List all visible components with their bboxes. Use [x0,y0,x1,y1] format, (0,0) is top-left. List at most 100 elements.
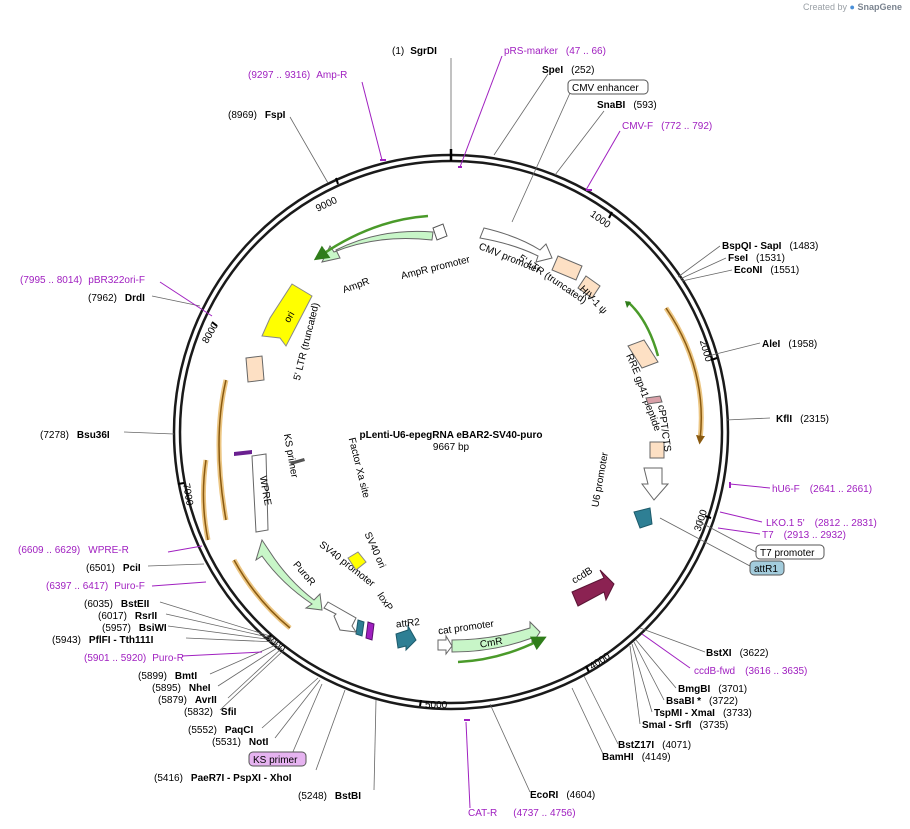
svg-text:(8969)FspI: (8969)FspI [228,110,286,121]
primer-wprer-range: (6609 .. 6629) [18,545,80,556]
tag-ks-primer-label: KS primer [253,755,298,766]
site-econi-pos: (1551) [770,265,799,276]
primer-ccdbfwd-range: (3616 .. 3635) [745,666,807,677]
tag-t7-promoter[interactable]: T7 promoter [695,519,825,560]
site-bstxi-pos: (3622) [740,648,769,659]
ltr5b-shape[interactable] [245,355,265,383]
tick-label-7000: 7000 [180,483,195,507]
hiv-psi-shape[interactable] [577,275,601,299]
ampr-orf-arrow [313,214,429,261]
site-pcii-name: PciI [123,563,141,574]
svg-text:hU6-F(2641 .. 2661): hU6-F (2641 .. 2661) [772,484,872,495]
primer-pbr-range: (7995 .. 8014) [20,275,82,286]
rre-shape[interactable] [627,339,659,369]
orf-left-arrow [218,379,227,521]
site-drdi-pos: (7962) [88,293,117,304]
tag-cmv-enhancer[interactable]: CMV enhancer [567,79,649,95]
gp41-shape[interactable] [645,395,663,405]
tag-attr1-label: attR1 [754,564,778,575]
svg-text:BstZ17I(4071): BstZ17I (4071) [618,740,691,751]
site-bstz17i-name: BstZ17I [618,740,654,751]
site-bstz17i-pos: (4071) [662,740,691,751]
site-fsei-name: FseI [728,253,748,264]
svg-text:(9297 .. 9316)Amp-R: (9297 .. 9316)Amp-R [248,70,347,81]
primer-puror-name: Puro-R [152,653,184,664]
site-snabi-pos: (593) [633,100,656,111]
tick-label-2000: 2000 [697,339,714,364]
primer-labels: pRS-marker(47 .. 66) (9297 .. 9316)Amp-R… [18,46,877,819]
svg-text:(6017)RsrII: (6017) RsrII [98,611,157,622]
factorxa-label: Factor Xa site [346,437,372,500]
tick-9000 [335,177,339,185]
site-bmti-pos: (5899) [138,671,167,682]
u6-promoter-shape[interactable] [641,467,670,501]
attr1-shape[interactable] [633,507,653,529]
ampr-shape[interactable] [321,230,434,263]
site-sgrdi-name: SgrDI [410,46,437,57]
site-ecori-name: EcoRI [530,790,559,801]
primer-t7-name: T7 [762,530,774,541]
ccdb-shape[interactable] [571,569,615,607]
tick-3000 [704,515,712,519]
puror-shape[interactable] [255,538,323,611]
svg-text:BmgBI(3701): BmgBI(3701) [678,684,747,695]
ltr5-shape[interactable] [551,255,583,281]
svg-text:(7278)Bsu36I: (7278)Bsu36I [40,430,110,441]
site-noti-name: NotI [249,737,269,748]
svg-text:(5879)AvrII: (5879)AvrII [158,695,217,706]
sv40-ori-shape[interactable] [347,551,367,571]
credit-prefix: Created by [802,2,848,12]
tick-1000 [608,211,613,219]
tag-attr1[interactable]: attR1 [659,517,785,576]
svg-text:(5899)BmtI: (5899)BmtI [138,671,197,682]
factorxa-shape[interactable] [290,458,305,465]
svg-text:SpeI(252): SpeI(252) [542,65,594,76]
ampr-promoter-shape[interactable] [432,223,448,241]
cmv-promoter-shape[interactable] [479,227,553,263]
svg-text:(5957)BsiWI: (5957)BsiWI [102,623,167,634]
tag-ks-primer[interactable]: KS primer [248,683,323,767]
primer-ccdbfwd-name: ccdB-fwd [694,666,735,677]
site-avrii-name: AvrII [195,695,217,706]
site-labels: (1)SgrDI SpeI(252) SnaBI(593) BspQI - Sa… [40,46,829,802]
primer-lko-name: LKO.1 5' [766,518,805,529]
site-bsteii-name: BstEII [121,599,150,610]
sv40-promoter-shape[interactable] [323,601,358,633]
site-econi-name: EcoNI [734,265,763,276]
site-drdi-name: DrdI [125,293,145,304]
site-fsei-pos: (1531) [756,253,785,264]
tick-7000 [177,482,185,485]
cat-promoter-shape[interactable] [437,634,453,656]
ampr-promoter-label: AmpR promoter [400,254,472,282]
primer-hu6f-name: hU6-F [772,484,800,495]
svg-text:EcoRI(4604): EcoRI(4604) [530,790,595,801]
cmr-orf-arrow [457,636,547,664]
site-paer7i-name: PaeR7I - PspXI - XhoI [191,773,292,784]
attr2-shape[interactable] [395,624,417,652]
tick-label-9000: 9000 [314,195,339,215]
loxp-small-shape[interactable] [355,619,365,637]
primer-catr-range: (4737 .. 4756) [513,808,575,819]
site-noti-pos: (5531) [212,737,241,748]
primer-purof-name: Puro-F [114,581,145,592]
plasmid-length: 9667 bp [433,442,470,453]
svg-text:(5531)NotI: (5531) NotI [212,737,269,748]
site-rsrii-name: RsrII [135,611,157,622]
wpre-shape[interactable] [251,453,269,533]
primer-hu6f-range: (2641 .. 2661) [810,484,872,495]
site-bspqi-name: BspQI - SapI [722,241,782,252]
site-alei-name: AleI [762,339,781,350]
loxp-shape[interactable] [365,621,375,641]
tick-label-5000: 5000 [425,700,448,711]
site-sfii-name: SfiI [221,707,237,718]
svg-text:TspMI - XmaI(3733): TspMI - XmaI(3733) [654,708,752,719]
svg-text:BamHI(4149): BamHI(4149) [602,752,671,763]
ks-primer-small-shape[interactable] [234,450,252,456]
cppt-shape[interactable] [649,441,665,459]
svg-text:(7995 .. 8014)pBR322ori-F: (7995 .. 8014)pBR322ori-F [20,275,145,286]
svg-text:(1)SgrDI: (1)SgrDI [392,46,437,57]
svg-text:(6397 .. 6417)Puro-F: (6397 .. 6417)Puro-F [46,581,145,592]
site-rsrii-pos: (6017) [98,611,127,622]
ori-shape[interactable] [261,283,313,347]
svg-text:CMV-F(772 .. 792): CMV-F(772 .. 792) [622,121,712,132]
